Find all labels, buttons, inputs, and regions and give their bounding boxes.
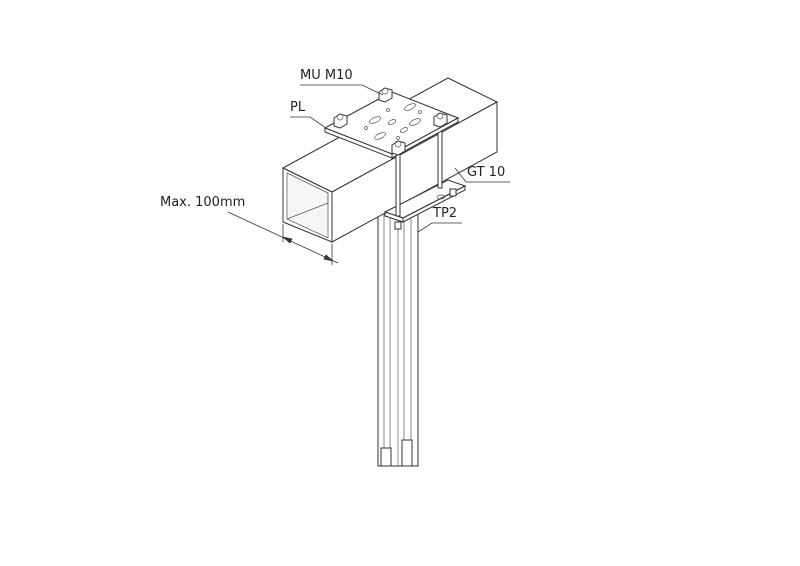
label-post-plate: TP2: [433, 206, 458, 221]
leader-lines: [227, 84, 510, 265]
top-plate: [323, 91, 460, 159]
nut: [391, 140, 406, 156]
nut: [433, 112, 448, 128]
channel-post: [377, 213, 419, 467]
threaded-rods: [394, 123, 457, 230]
label-threaded-rod: GT 10: [467, 165, 506, 180]
label-plate: PL: [290, 100, 306, 115]
label-nut: MU M10: [300, 68, 353, 83]
dimension-label: Max. 100mm: [160, 195, 246, 210]
nuts: [333, 87, 448, 156]
nut: [333, 113, 348, 129]
nut: [378, 87, 393, 103]
